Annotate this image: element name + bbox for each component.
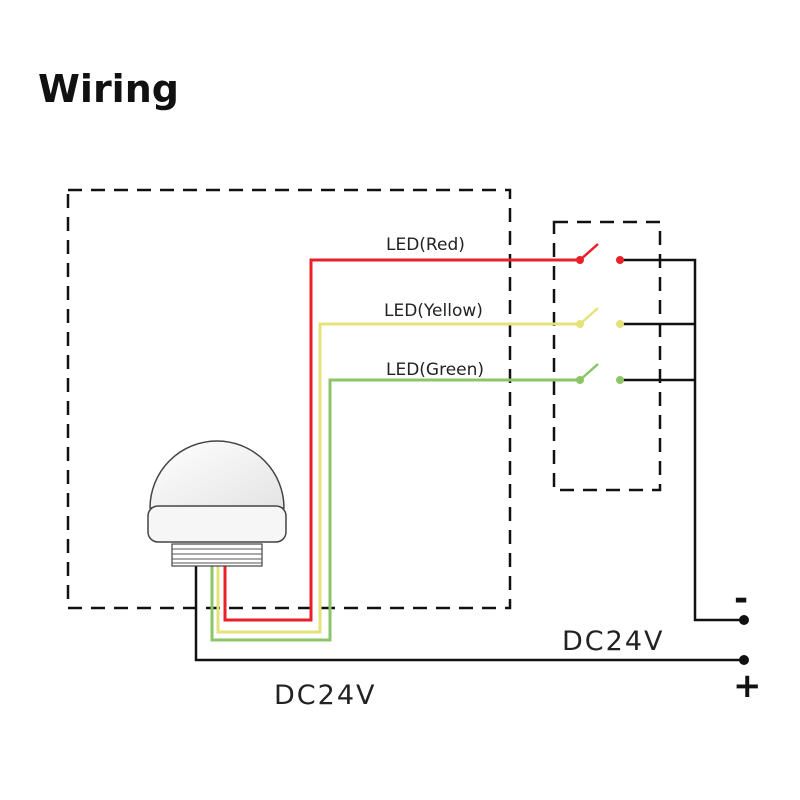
label-minus: - <box>734 579 748 619</box>
positive-wire <box>194 565 744 662</box>
green-wire <box>210 378 578 642</box>
label-led-red: LED(Red) <box>386 235 465 255</box>
switch-red <box>576 243 624 264</box>
yellow-wire <box>216 322 578 634</box>
label-dc-bottom: DC24V <box>274 680 376 711</box>
negative-terminal <box>739 615 749 625</box>
label-dc-top: DC24V <box>562 626 664 657</box>
label-led-green: LED(Green) <box>386 360 484 380</box>
page-title: Wiring <box>38 67 179 111</box>
positive-terminal <box>739 655 749 665</box>
device-enclosure <box>66 188 512 610</box>
switch-green <box>576 363 624 384</box>
signal-lamp <box>147 440 287 567</box>
red-wire <box>223 258 578 622</box>
switch-yellow <box>576 307 624 328</box>
label-led-yellow: LED(Yellow) <box>384 301 483 321</box>
label-plus: + <box>733 666 762 706</box>
negative-bus <box>622 258 744 622</box>
switch-box <box>552 220 662 492</box>
